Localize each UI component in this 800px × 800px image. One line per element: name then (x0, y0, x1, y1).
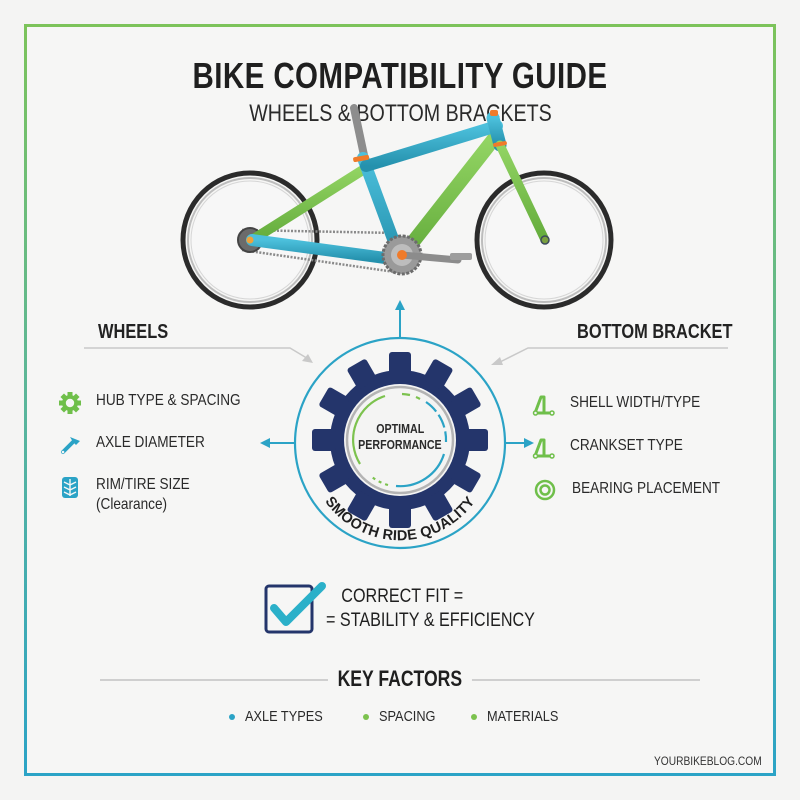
bullet-dot-icon (362, 713, 369, 720)
center-label-line1: OPTIMAL (376, 421, 424, 436)
wheels-item-rim: RIM/TIRE SIZE (Clearance) (58, 475, 206, 515)
gear-graphic (312, 352, 488, 528)
outer-ring (293, 336, 507, 550)
fit-statement: CORRECT FIT = = STABILITY & EFFICIENCY (326, 586, 535, 631)
key-factor-spacing: SPACING (362, 708, 445, 725)
arrow-left-icon (260, 438, 270, 448)
wrench-icon (61, 437, 80, 454)
bb-item-crankset: CRANKSET TYPE (532, 436, 703, 460)
bearing-icon (534, 479, 556, 501)
key-factors-list: AXLE TYPES SPACING MATERIALS (0, 708, 800, 725)
wheels-item-axle: AXLE DIAMETER (58, 433, 224, 457)
page-title: BIKE COMPATIBILITY GUIDE (192, 55, 608, 96)
center-label-line2: PERFORMANCE (358, 437, 442, 452)
wheels-item-hub: HUB TYPE & SPACING (58, 391, 266, 415)
bicycle-illustration (180, 104, 614, 310)
arrow-right-icon (524, 438, 534, 448)
checkbox-check-icon (264, 582, 326, 634)
shell-icon (532, 395, 555, 416)
arrow-up-icon (395, 300, 405, 310)
key-factors-title: KEY FACTORS (0, 666, 800, 692)
footer-site-credit: YOURBIKEBLOG.COM (654, 754, 762, 768)
gear-icon (59, 392, 81, 414)
wheels-heading: WHEELS (98, 321, 169, 343)
bullet-dot-icon (229, 713, 236, 720)
bottom-bracket-heading: BOTTOM BRACKET (577, 321, 733, 343)
key-factor-axle-types: AXLE TYPES (229, 708, 336, 725)
crankset-icon (532, 438, 555, 459)
crankset (381, 234, 472, 276)
bb-item-bearing: BEARING PLACEMENT (534, 479, 746, 503)
tire-tread-icon (62, 477, 78, 498)
bullet-dot-icon (470, 713, 477, 720)
bb-item-shell: SHELL WIDTH/TYPE (532, 393, 723, 417)
key-factor-materials: MATERIALS (470, 708, 571, 725)
